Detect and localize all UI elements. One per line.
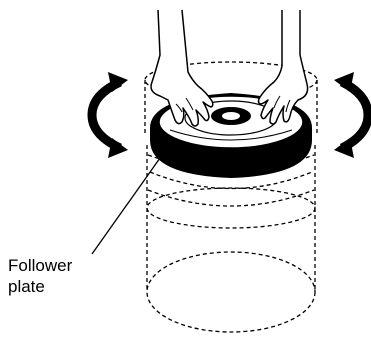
callout-leader-line — [92, 158, 160, 254]
callout-line-1: Follower — [8, 255, 72, 276]
right-hand-icon — [259, 10, 308, 124]
callout-line-2: plate — [8, 276, 72, 297]
rotate-left-arrow-icon — [92, 72, 128, 158]
left-hand-icon — [151, 10, 213, 126]
follower-plate-label: Follower plate — [8, 255, 72, 297]
rotate-right-arrow-icon — [334, 72, 368, 158]
